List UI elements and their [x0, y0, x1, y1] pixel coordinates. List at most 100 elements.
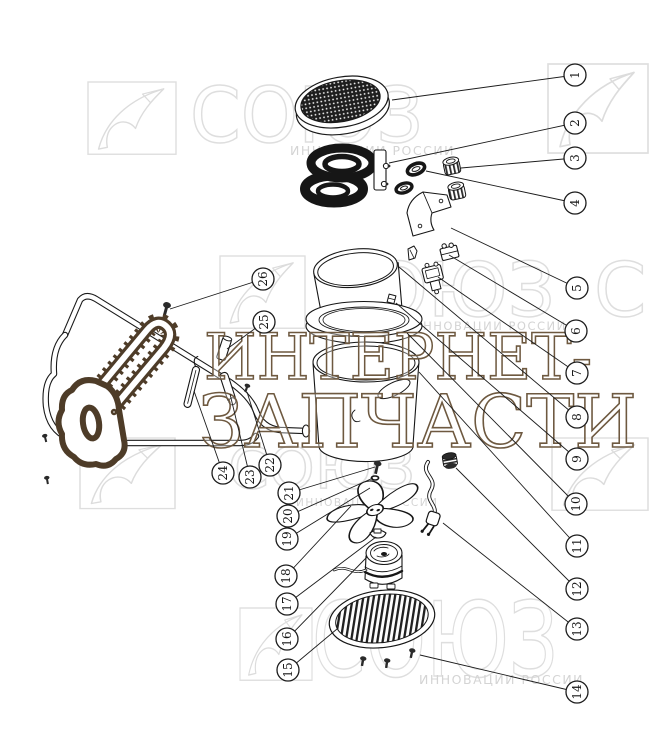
callout-number-7: 7	[570, 369, 584, 377]
leader-line-2	[388, 122, 576, 164]
leader-line-7	[437, 276, 578, 374]
heater-bracket	[373, 149, 391, 191]
callout-number-22: 22	[263, 457, 277, 472]
callout-number-4: 4	[568, 199, 582, 207]
callout-circle-25	[252, 310, 276, 334]
part-power-cord	[420, 460, 441, 536]
part-motor	[332, 540, 404, 590]
callout-number-3: 3	[568, 154, 582, 162]
callout-circle-4	[563, 191, 587, 215]
part-cable-gland	[441, 452, 458, 469]
part-clip-long	[183, 355, 201, 408]
souz-logo-swoosh-icon	[87, 81, 177, 155]
part-grommet	[394, 181, 414, 195]
overlay-line2: ЗАПЧАСТИ	[199, 380, 637, 465]
part-bushing	[442, 156, 462, 176]
part-grommet	[405, 161, 427, 177]
leader-line-10	[406, 332, 577, 505]
callout-number-5: 5	[570, 284, 584, 292]
callout-number-23: 23	[243, 469, 257, 484]
leader-line-23	[229, 393, 251, 478]
callout-circle-23	[238, 465, 262, 489]
part-bottom-grille	[328, 589, 436, 649]
watermark-tagline: ИННОВАЦИИ РОССИИ	[413, 319, 567, 333]
leader-line-19	[286, 487, 371, 540]
part-heating-element	[300, 143, 391, 208]
callout-circle-11	[565, 534, 589, 558]
callout-number-6: 6	[569, 327, 583, 335]
leader-line-26	[169, 278, 264, 310]
callout-circle-16	[275, 627, 299, 651]
callout-number-9: 9	[570, 455, 584, 463]
souz-logo-swoosh-icon	[239, 607, 313, 681]
part-bracket	[406, 191, 452, 237]
callout-circle-8	[565, 405, 589, 429]
callout-number-20: 20	[281, 508, 295, 523]
callout-number-24: 24	[216, 465, 230, 481]
leader-line-5	[450, 227, 578, 289]
callout-number-25: 25	[257, 314, 271, 329]
callout-circle-14	[565, 680, 589, 704]
part-bushing	[447, 181, 467, 201]
callout-number-12: 12	[570, 581, 584, 596]
callout-circle-2	[563, 111, 587, 135]
leader-line-20	[287, 477, 374, 517]
callout-circle-9	[565, 447, 589, 471]
callout-number-19: 19	[280, 531, 294, 546]
cylinder-stud	[386, 293, 397, 305]
callout-circle-7	[565, 361, 589, 385]
part-screw	[373, 460, 382, 475]
leader-line-9	[395, 302, 578, 460]
leader-line-14	[419, 654, 578, 693]
leader-line-11	[418, 371, 578, 547]
leader-line-13	[442, 522, 578, 630]
callout-circle-3	[563, 146, 587, 170]
leader-line-24	[193, 390, 224, 474]
leader-line-1	[391, 74, 576, 101]
callout-number-18: 18	[279, 568, 293, 583]
part-clip	[407, 245, 418, 261]
leader-line-16	[286, 556, 368, 640]
leader-line-17	[286, 536, 377, 605]
part-strip	[219, 371, 237, 406]
souz-logo-swoosh-icon	[547, 63, 649, 154]
leader-line-3	[460, 157, 576, 169]
handle-screw	[41, 433, 49, 443]
part-knob-screw	[162, 302, 171, 317]
part-switch-block	[439, 242, 460, 261]
callout-circle-10	[564, 492, 588, 516]
leader-line-8	[398, 266, 578, 418]
callouts-layer: 1234567891011121314151617181920212223242…	[169, 63, 589, 704]
leader-line-6	[448, 254, 577, 332]
key-heater-logo-icon	[55, 313, 180, 469]
part-top-grille	[294, 75, 390, 136]
callout-number-21: 21	[282, 485, 296, 500]
part-flange-ring	[305, 300, 423, 345]
callout-number-2: 2	[568, 119, 582, 127]
watermark-brand-partial: С	[594, 246, 646, 334]
leader-line-22	[246, 391, 271, 466]
handle-screw	[43, 475, 51, 485]
callout-circle-26	[251, 267, 275, 291]
leader-line-12	[455, 467, 578, 590]
callout-number-11: 11	[570, 538, 584, 553]
callout-number-26: 26	[256, 271, 270, 286]
leader-line-21	[288, 466, 376, 494]
callout-circle-18	[274, 564, 298, 588]
callout-circle-1	[563, 63, 587, 87]
callout-circle-20	[276, 504, 300, 528]
callout-circle-15	[276, 658, 300, 682]
part-outer-body	[312, 341, 420, 463]
callout-number-13: 13	[570, 621, 584, 636]
callout-number-16: 16	[280, 631, 294, 646]
leader-line-4	[425, 170, 576, 204]
part-fan-blade	[326, 480, 419, 544]
callout-number-1: 1	[568, 71, 582, 79]
callout-circle-24	[211, 461, 235, 485]
part-spinner	[369, 528, 387, 539]
callout-number-14: 14	[570, 684, 584, 700]
callout-circle-21	[277, 481, 301, 505]
callout-circle-22	[258, 453, 282, 477]
callout-circle-19	[275, 527, 299, 551]
